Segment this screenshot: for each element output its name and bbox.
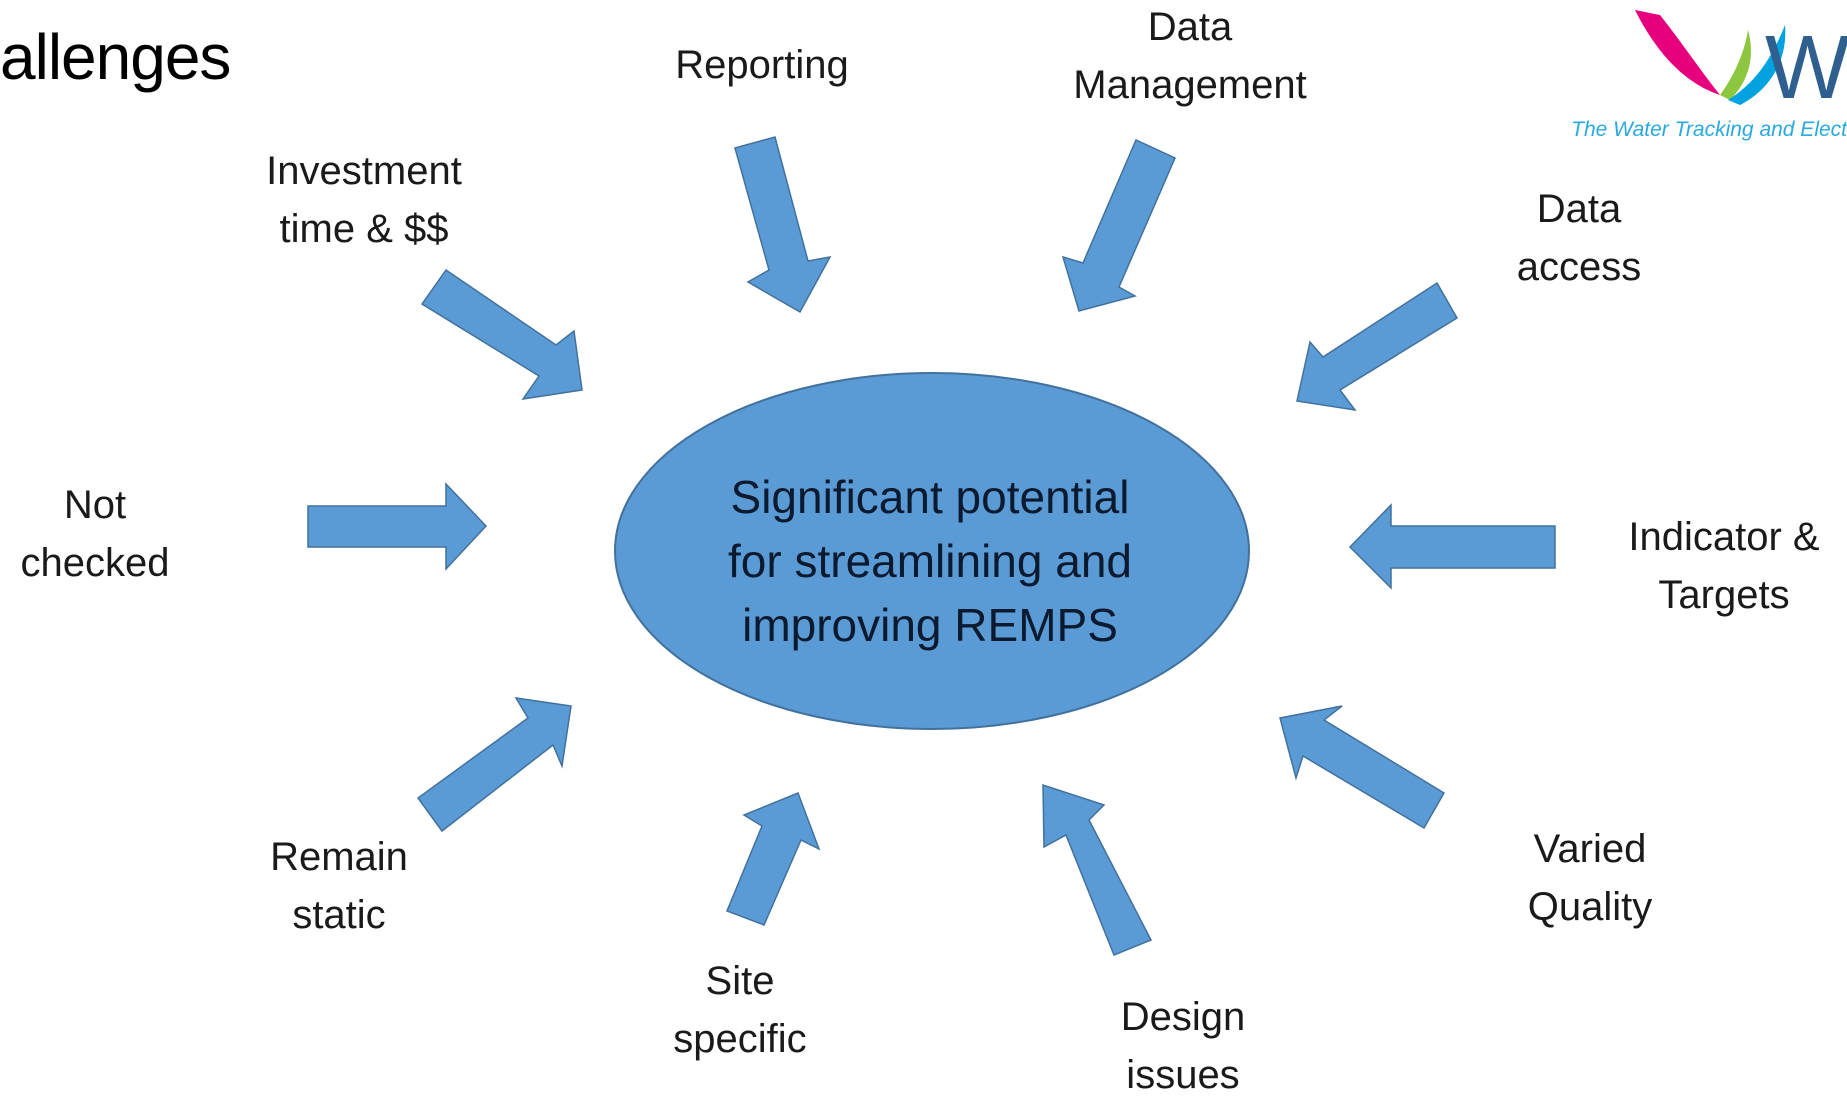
arrows (307, 136, 1556, 956)
arrow-data-management (1061, 138, 1176, 312)
label-not-checked: Not checked (20, 483, 170, 585)
label-indicator-targets: Indicator & Targets (1628, 515, 1820, 617)
label-data-access: Data access (1516, 187, 1642, 289)
logo-graphic: Wat (1635, 10, 1847, 118)
label-data-management: Data Management (1073, 5, 1307, 107)
logo-swoosh-blue (1728, 25, 1786, 105)
center-line: Significant potential (730, 471, 1130, 523)
arrow-investment (420, 268, 583, 401)
center-ellipse (614, 372, 1250, 730)
label-investment: Investment time & $$ (266, 149, 462, 251)
label-reporting: Reporting (675, 43, 849, 87)
label-design-issues: Design issues (1120, 995, 1246, 1097)
arrow-data-access (1296, 281, 1459, 412)
logo-swoosh-green (1720, 30, 1751, 100)
arrow-indicator-targets (1348, 503, 1556, 590)
arrow-remain-static (416, 697, 572, 833)
center-line: improving REMPS (742, 599, 1118, 651)
arrow-site-specific (726, 792, 821, 926)
arrow-not-checked (307, 482, 488, 571)
logo-swoosh-magenta (1635, 10, 1720, 95)
arrow-reporting (734, 136, 832, 314)
center-line: for streamlining and (728, 535, 1132, 587)
label-varied-quality: Varied Quality (1527, 827, 1653, 929)
label-site-specific: Site specific (673, 959, 807, 1061)
arrow-design-issues (1042, 783, 1153, 956)
logo-wordmark: Wat (1765, 18, 1847, 118)
slide-title: allenges (0, 21, 231, 93)
label-remain-static: Remain static (270, 835, 408, 937)
arrow-varied-quality (1279, 705, 1446, 830)
logo-tagline: The Water Tracking and Elect (1571, 118, 1847, 141)
center-statement: Significant potential for streamlining a… (728, 465, 1132, 657)
